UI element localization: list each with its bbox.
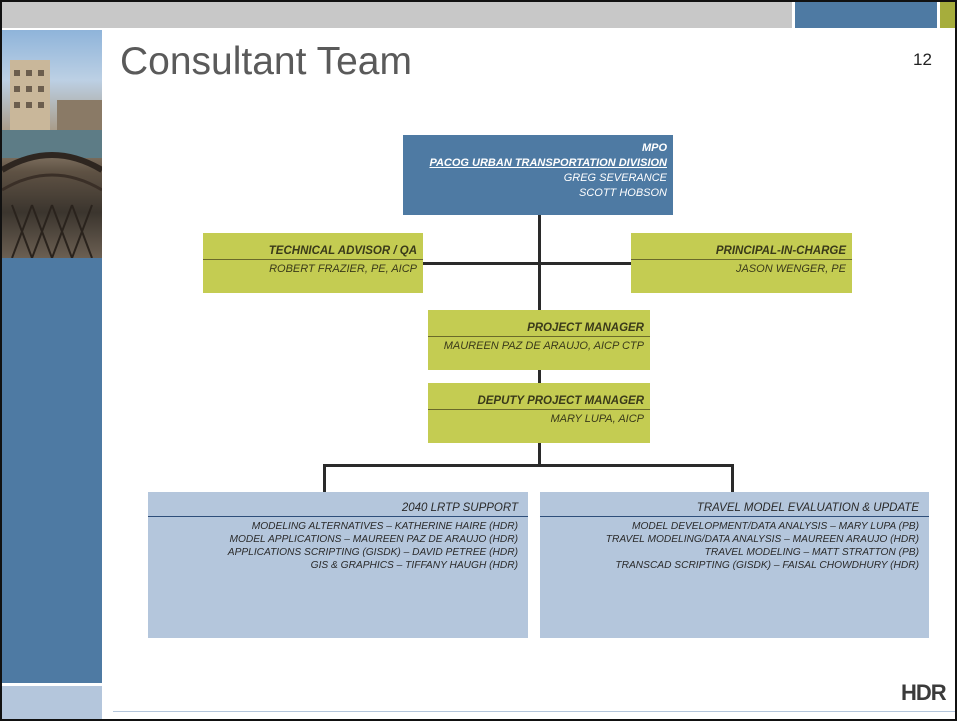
project-manager-title: PROJECT MANAGER xyxy=(428,322,650,337)
connector-left-team xyxy=(323,464,326,492)
canal-photo xyxy=(2,30,102,258)
project-manager-box: PROJECT MANAGER MAUREEN PAZ DE ARAUJO, A… xyxy=(428,310,650,370)
list-item: GIS & GRAPHICS – TIFFANY HAUGH (HDR) xyxy=(310,560,518,571)
principal-in-charge-box: PRINCIPAL-IN-CHARGE JASON WENGER, PE xyxy=(631,233,852,293)
slide-title: Consultant Team xyxy=(120,40,412,83)
technical-advisor-title: TECHNICAL ADVISOR / QA xyxy=(203,245,423,260)
travel-model-title: TRAVEL MODEL EVALUATION & UPDATE xyxy=(540,502,929,517)
top-bar-green xyxy=(940,2,955,28)
sidebar-light-panel xyxy=(2,686,102,719)
mpo-label: MPO xyxy=(641,142,667,154)
list-item: TRAVEL MODELING – MATT STRATTON (PB) xyxy=(704,547,919,558)
deputy-project-manager-title: DEPUTY PROJECT MANAGER xyxy=(428,395,650,410)
top-bar-grey xyxy=(2,2,792,28)
list-item: TRAVEL MODELING/DATA ANALYSIS – MAUREEN … xyxy=(605,534,919,545)
connector-teams-horizontal xyxy=(323,464,734,467)
mpo-division: PACOG URBAN TRANSPORTATION DIVISION xyxy=(429,157,667,169)
list-item: TRANSCAD SCRIPTING (GISDK) – FAISAL CHOW… xyxy=(615,560,919,571)
hdr-logo: HDR xyxy=(901,680,947,705)
list-item: MODEL APPLICATIONS – MAUREEN PAZ DE ARAU… xyxy=(229,534,518,545)
connector-advisors-horizontal xyxy=(423,262,631,265)
mpo-box: MPO PACOG URBAN TRANSPORTATION DIVISION … xyxy=(403,135,673,215)
technical-advisor-box: TECHNICAL ADVISOR / QA ROBERT FRAZIER, P… xyxy=(203,233,423,293)
top-bar-blue xyxy=(795,2,937,28)
lrtp-support-title: 2040 LRTP SUPPORT xyxy=(148,502,528,517)
principal-in-charge-title: PRINCIPAL-IN-CHARGE xyxy=(631,245,852,260)
lrtp-support-box: 2040 LRTP SUPPORT MODELING ALTERNATIVES … xyxy=(148,492,528,638)
list-item: MODELING ALTERNATIVES – KATHERINE HAIRE … xyxy=(251,521,518,532)
footer-line xyxy=(113,711,955,712)
mpo-member-2: SCOTT HOBSON xyxy=(578,187,667,199)
sidebar-blue-panel xyxy=(2,258,102,683)
travel-model-list: MODEL DEVELOPMENT/DATA ANALYSIS – MARY L… xyxy=(540,520,929,572)
deputy-project-manager-name: MARY LUPA, AICP xyxy=(550,413,644,425)
deputy-project-manager-box: DEPUTY PROJECT MANAGER MARY LUPA, AICP xyxy=(428,383,650,443)
travel-model-box: TRAVEL MODEL EVALUATION & UPDATE MODEL D… xyxy=(540,492,929,638)
lrtp-support-list: MODELING ALTERNATIVES – KATHERINE HAIRE … xyxy=(148,520,528,572)
principal-in-charge-name: JASON WENGER, PE xyxy=(735,263,846,275)
connector-dpm-down xyxy=(538,443,541,465)
technical-advisor-name: ROBERT FRAZIER, PE, AICP xyxy=(269,263,417,275)
project-manager-name: MAUREEN PAZ DE ARAUJO, AICP CTP xyxy=(443,340,644,352)
mpo-member-1: GREG SEVERANCE xyxy=(563,172,667,184)
list-item: APPLICATIONS SCRIPTING (GISDK) – DAVID P… xyxy=(227,547,518,558)
connector-pm-dpm xyxy=(538,370,541,383)
page-number: 12 xyxy=(913,50,932,69)
connector-right-team xyxy=(731,464,734,492)
list-item: MODEL DEVELOPMENT/DATA ANALYSIS – MARY L… xyxy=(631,521,919,532)
